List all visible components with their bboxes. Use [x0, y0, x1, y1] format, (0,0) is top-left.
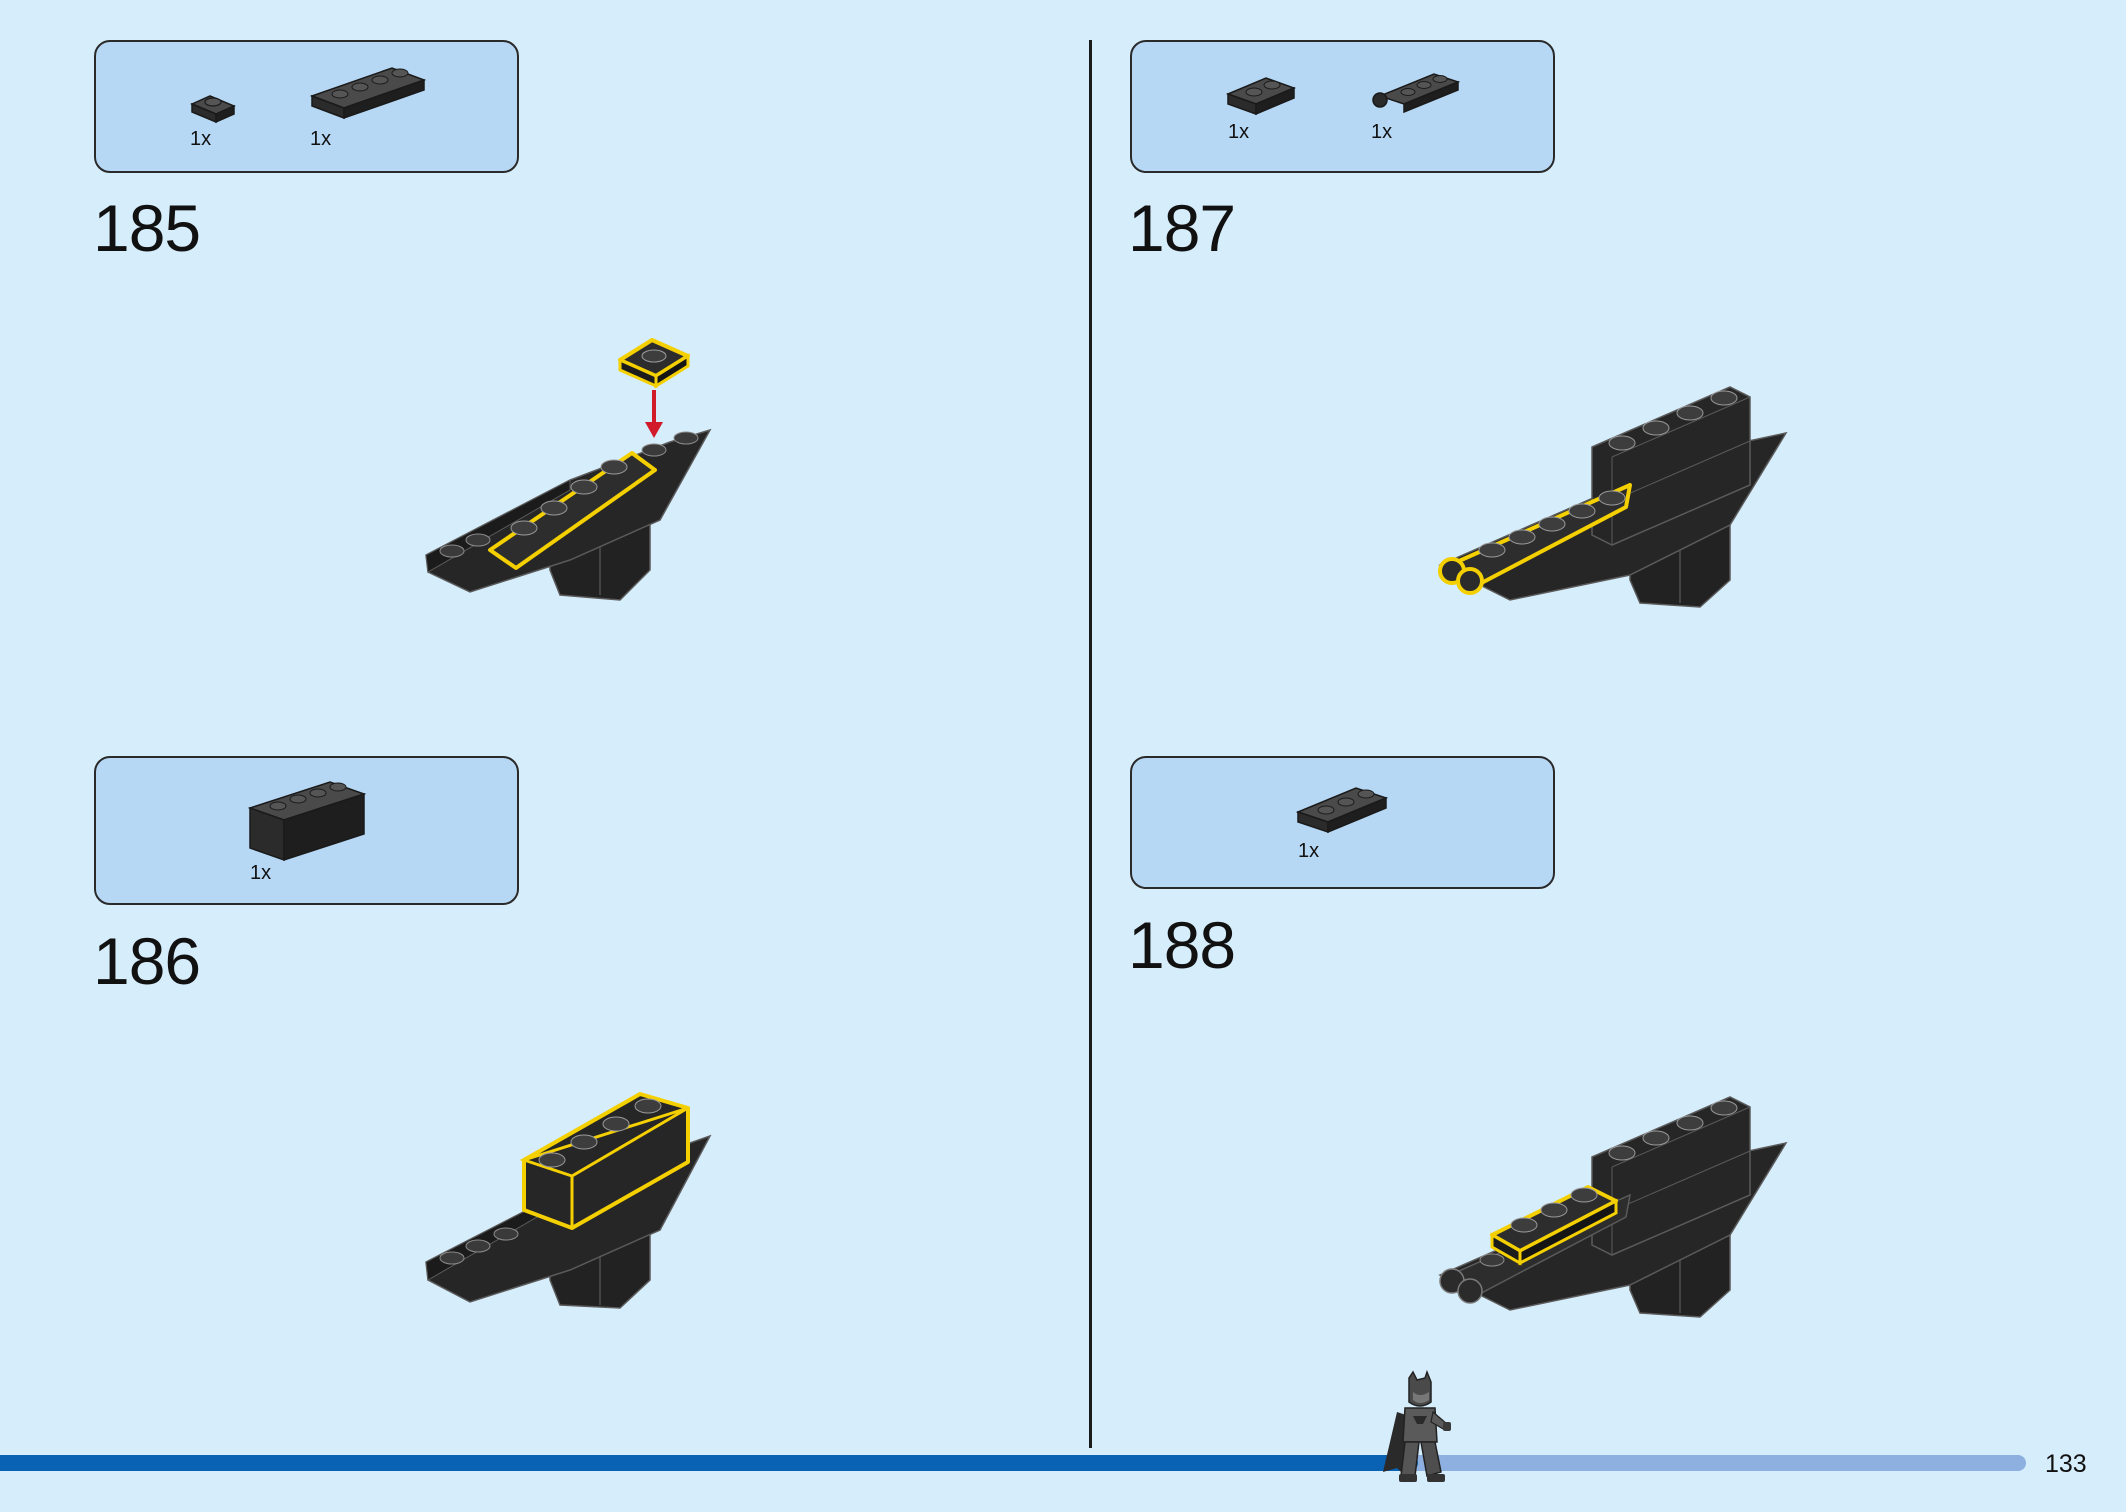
- step-number: 186: [93, 924, 201, 998]
- step-number: 187: [1128, 191, 1236, 265]
- plate-1x3-icon: [1295, 787, 1389, 834]
- parts-callout: [1130, 40, 1555, 173]
- step-number: 188: [1128, 908, 1236, 982]
- build-model-step-186: [425, 1092, 712, 1309]
- brick-1x4-icon: [247, 781, 367, 862]
- batman-minifig-icon: [1383, 1369, 1451, 1482]
- parts-callout: [94, 40, 519, 173]
- progress-bar: [0, 1455, 1418, 1471]
- build-model-step-185: [425, 338, 712, 601]
- part-quantity: 1x: [1371, 121, 1393, 143]
- part-quantity: 1x: [190, 128, 212, 150]
- plate-1x4-icon: [309, 67, 427, 120]
- build-model-step-187: [1438, 386, 1788, 608]
- plate-1x1-icon: [190, 95, 236, 124]
- build-model-step-188: [1438, 1096, 1788, 1318]
- part-quantity: 1x: [1298, 840, 1320, 862]
- part-quantity: 1x: [1228, 121, 1250, 143]
- plate-1x3-with-clip-icon: [1372, 73, 1461, 114]
- plate-1x2-icon: [1225, 77, 1297, 116]
- page-number: 133: [2045, 1450, 2087, 1478]
- page-divider: [1089, 40, 1092, 1448]
- step-number: 185: [93, 191, 201, 265]
- part-quantity: 1x: [250, 862, 272, 884]
- part-quantity: 1x: [310, 128, 332, 150]
